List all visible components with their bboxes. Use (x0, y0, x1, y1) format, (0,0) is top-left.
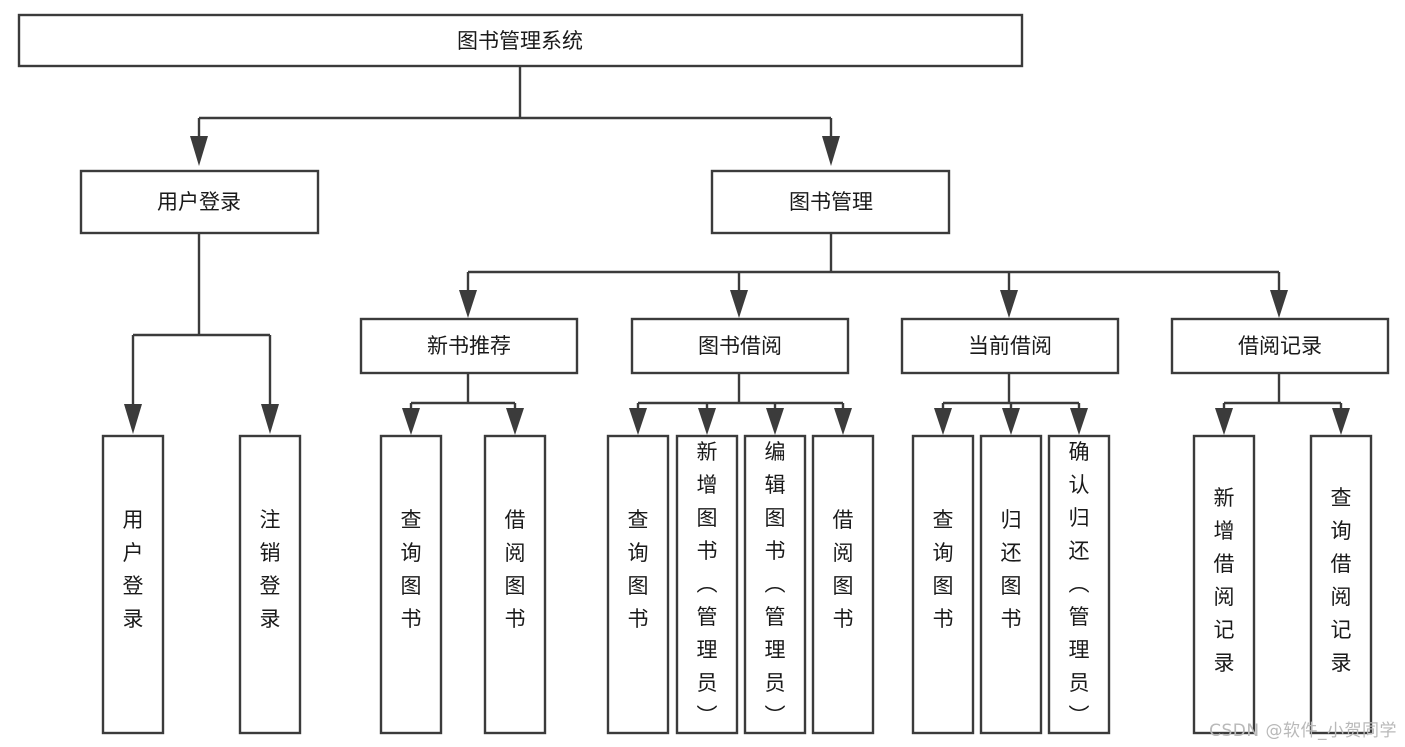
node-leaf-new-book-1[interactable]: 查询图书 (379, 434, 443, 735)
node-leaf-borrow-records-2[interactable]: 查询借阅记录 (1309, 434, 1373, 735)
node-leaf-book-borrow-4-box[interactable] (811, 434, 875, 735)
node-leaf-book-borrow-1-label: 查询图书 (628, 508, 649, 631)
arrow-head-bb-1 (629, 408, 647, 435)
arrow-head-book-manage (822, 136, 840, 166)
node-leaf-book-borrow-4[interactable]: 借阅图书 (811, 434, 875, 735)
node-leaf-book-borrow-3-box[interactable] (743, 434, 807, 735)
arrow-head-cb-1 (934, 408, 952, 435)
arrow-head-cb-3 (1070, 408, 1088, 435)
node-current-borrow[interactable]: 当前借阅 (900, 317, 1120, 375)
node-leaf-current-borrow-3[interactable]: 确认归还︵管理员︶ (1047, 434, 1111, 735)
node-leaf-user-login-1-label: 用户登录 (123, 508, 144, 631)
node-leaf-book-borrow-3[interactable]: 编辑图书︵管理员︶ (743, 434, 807, 735)
node-leaf-new-book-1-box[interactable] (379, 434, 443, 735)
arrow-head-br-1 (1215, 408, 1233, 435)
node-borrow-records[interactable]: 借阅记录 (1170, 317, 1390, 375)
node-leaf-borrow-records-2-label: 查询借阅记录 (1331, 486, 1352, 675)
node-book-borrow-label: 图书借阅 (698, 334, 782, 358)
node-root-box[interactable] (17, 13, 1024, 68)
connector-group-book-borrow-to-leaves (629, 373, 852, 435)
node-leaf-user-login-2[interactable]: 注销登录 (238, 434, 302, 735)
node-leaf-current-borrow-2-box[interactable] (979, 434, 1043, 735)
node-current-borrow-label: 当前借阅 (968, 334, 1052, 358)
connector-group-current-borrow-to-leaves (934, 373, 1088, 435)
node-root-label: 图书管理系统 (457, 29, 583, 53)
arrow-head-nb-2 (506, 408, 524, 435)
arrow-head-l2-4 (1270, 290, 1288, 318)
node-user-login-label: 用户登录 (157, 190, 241, 214)
connector-group-book-manage-to-level2 (459, 233, 1288, 318)
csdn-watermark: CSDN @软件_小贺同学 (1209, 721, 1397, 741)
node-leaf-borrow-records-2-box[interactable] (1309, 434, 1373, 735)
arrow-head-user-login (190, 136, 208, 166)
node-leaf-book-borrow-2-box[interactable] (675, 434, 739, 735)
arrow-head-ul-1 (124, 404, 142, 434)
node-book-borrow[interactable]: 图书借阅 (630, 317, 850, 375)
connector-group-root-to-level1 (190, 66, 840, 166)
node-leaf-user-login-2-box[interactable] (238, 434, 302, 735)
arrow-head-cb-2 (1002, 408, 1020, 435)
node-new-book-recommend-label: 新书推荐 (427, 334, 511, 358)
node-current-borrow-box[interactable] (900, 317, 1120, 375)
node-leaf-current-borrow-2-label: 归还图书 (1001, 508, 1022, 631)
node-leaf-new-book-2-label: 借阅图书 (505, 508, 526, 631)
arrow-head-l2-2 (730, 290, 748, 318)
node-root[interactable]: 图书管理系统 (17, 13, 1024, 68)
node-leaf-new-book-2-box[interactable] (483, 434, 547, 735)
node-leaf-book-borrow-1[interactable]: 查询图书 (606, 434, 670, 735)
node-leaf-current-borrow-3-box[interactable] (1047, 434, 1111, 735)
node-leaf-current-borrow-1-label: 查询图书 (933, 508, 954, 631)
node-leaf-current-borrow-2[interactable]: 归还图书 (979, 434, 1043, 735)
node-new-book-recommend[interactable]: 新书推荐 (359, 317, 579, 375)
node-new-book-recommend-box[interactable] (359, 317, 579, 375)
node-leaf-borrow-records-1-box[interactable] (1192, 434, 1256, 735)
connector-group-borrow-records-to-leaves (1215, 373, 1350, 435)
node-leaf-book-borrow-1-box[interactable] (606, 434, 670, 735)
node-leaf-borrow-records-1-label: 新增借阅记录 (1214, 486, 1235, 675)
node-leaf-book-borrow-2[interactable]: 新增图书︵管理员︶ (675, 434, 739, 735)
node-leaf-user-login-1-box[interactable] (101, 434, 165, 735)
arrow-head-nb-1 (402, 408, 420, 435)
node-borrow-records-box[interactable] (1170, 317, 1390, 375)
node-book-manage-label: 图书管理 (789, 190, 873, 214)
node-leaf-book-borrow-4-label: 借阅图书 (833, 508, 854, 631)
node-leaf-current-borrow-1[interactable]: 查询图书 (911, 434, 975, 735)
node-leaf-current-borrow-1-box[interactable] (911, 434, 975, 735)
connector-group-new-book-to-leaves (402, 373, 524, 435)
arrow-head-bb-4 (834, 408, 852, 435)
node-leaf-user-login-2-label: 注销登录 (260, 508, 281, 631)
node-leaf-book-borrow-2-label: 新增图书︵管理员︶ (697, 440, 718, 728)
node-leaf-current-borrow-3-label: 确认归还︵管理员︶ (1069, 440, 1090, 728)
node-book-borrow-box[interactable] (630, 317, 850, 375)
node-user-login-box[interactable] (79, 169, 320, 235)
node-leaf-borrow-records-1[interactable]: 新增借阅记录 (1192, 434, 1256, 735)
node-leaf-book-borrow-3-label: 编辑图书︵管理员︶ (765, 440, 786, 728)
arrow-head-bb-2 (698, 408, 716, 435)
node-user-login[interactable]: 用户登录 (79, 169, 320, 235)
arrow-head-br-2 (1332, 408, 1350, 435)
arrow-head-l2-1 (459, 290, 477, 318)
node-borrow-records-label: 借阅记录 (1238, 334, 1322, 358)
node-leaf-new-book-1-label: 查询图书 (401, 508, 422, 631)
node-book-manage[interactable]: 图书管理 (710, 169, 951, 235)
node-leaf-new-book-2[interactable]: 借阅图书 (483, 434, 547, 735)
arrow-head-l2-3 (1000, 290, 1018, 318)
connector-group-user-login-to-leaves (124, 233, 279, 434)
node-book-manage-box[interactable] (710, 169, 951, 235)
arrow-head-bb-3 (766, 408, 784, 435)
arrow-head-ul-2 (261, 404, 279, 434)
node-leaf-user-login-1[interactable]: 用户登录 (101, 434, 165, 735)
